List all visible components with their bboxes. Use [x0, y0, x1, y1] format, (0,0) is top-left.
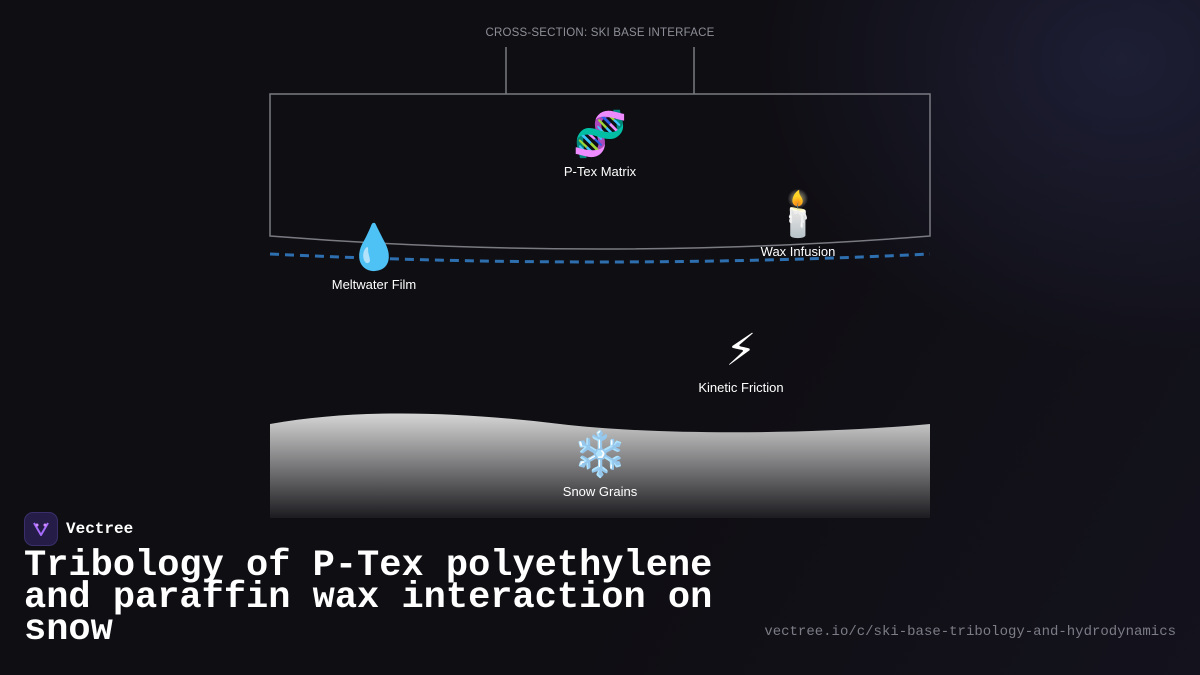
page-title: Tribology of P-Tex polyethylene and para…	[24, 545, 713, 651]
lightning-icon: ⚡	[725, 325, 757, 376]
node-ptex-matrix: 🧬 P-Tex Matrix	[510, 108, 690, 179]
node-wax-infusion: 🕯️ Wax Infusion	[708, 188, 888, 259]
dna-icon: 🧬	[572, 109, 628, 160]
meltwater-film-line	[269, 252, 931, 264]
snow-surface	[270, 413, 930, 518]
node-label: Wax Infusion	[760, 244, 836, 259]
brand-name: Vectree	[66, 520, 134, 538]
node-meltwater-film: 💧 Meltwater Film	[284, 221, 464, 292]
snowflake-icon: ❄️	[572, 429, 628, 480]
node-label: Kinetic Friction	[698, 380, 784, 395]
ski-base-outline	[269, 93, 931, 250]
vectree-logo-icon	[24, 512, 58, 546]
diagram-title: CROSS-SECTION: SKI BASE INTERFACE	[485, 27, 715, 39]
source-url[interactable]: vectree.io/c/ski-base-tribology-and-hydr…	[764, 624, 1176, 640]
node-snow-grains: ❄️ Snow Grains	[510, 428, 690, 499]
brand: Vectree	[24, 512, 133, 546]
droplet-icon: 💧	[346, 222, 402, 273]
node-label: Snow Grains	[562, 484, 638, 499]
node-label: P-Tex Matrix	[563, 164, 637, 179]
node-kinetic-friction: ⚡ Kinetic Friction	[651, 324, 831, 395]
candle-icon: 🕯️	[770, 189, 826, 240]
node-label: Meltwater Film	[331, 277, 417, 292]
